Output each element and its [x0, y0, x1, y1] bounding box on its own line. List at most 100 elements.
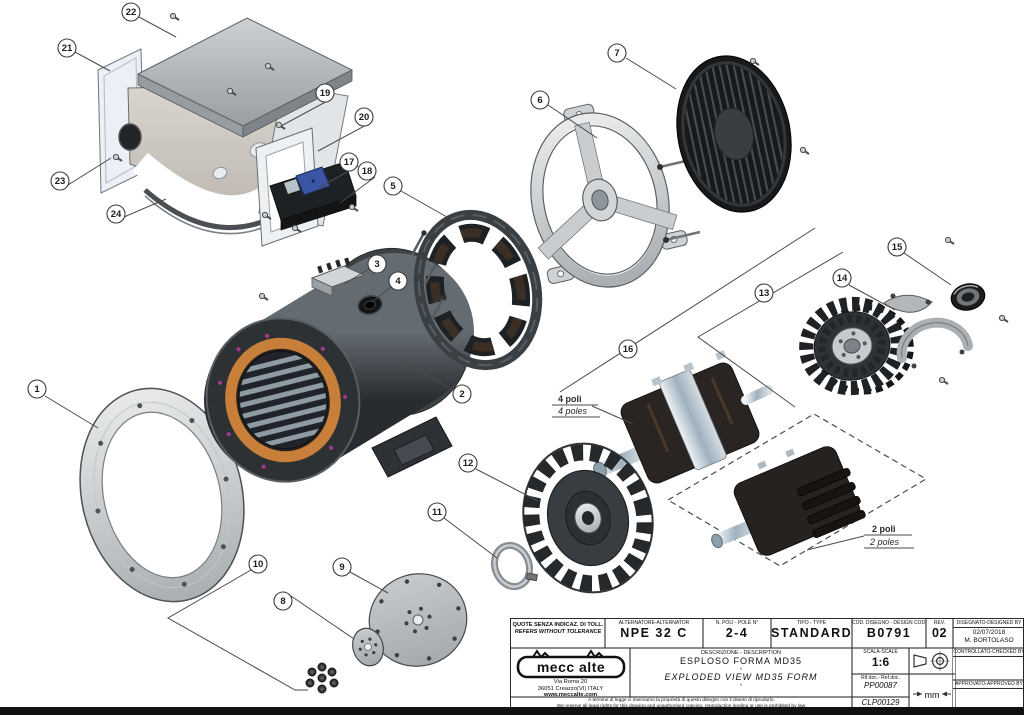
svg-text:4: 4: [395, 276, 401, 287]
group-exciter-rotor: [799, 296, 914, 396]
svg-text:15: 15: [892, 242, 903, 253]
balloon-13: 13: [754, 283, 774, 303]
refdoc-cell: Rif.doc.- Ref.doc. PP00087: [852, 674, 909, 697]
svg-text:9: 9: [339, 562, 344, 573]
svg-text:14: 14: [837, 273, 848, 284]
balloon-4: 4: [388, 271, 408, 291]
screw-icon: [348, 203, 359, 212]
units-text: mm: [925, 690, 940, 700]
screw-icon: [998, 314, 1009, 323]
svg-text:17: 17: [344, 157, 355, 168]
part-main-frame: [204, 247, 474, 483]
part-clamp: [490, 541, 538, 591]
part-stator-winding: [413, 209, 543, 371]
units-cell: mm: [909, 674, 955, 709]
rev-value: 02: [932, 626, 947, 640]
approved-label: APPROVATO-APPROVED BY: [953, 680, 1024, 689]
balloon-15: 15: [887, 237, 907, 257]
rev-cell: REV. 02: [926, 619, 953, 648]
four-pole-label-en: 4 poles: [558, 406, 588, 416]
winding-lead-marks: [217, 333, 348, 469]
balloon-11: 11: [427, 502, 447, 522]
refdoc-value2: CLP00129: [861, 698, 900, 707]
two-pole-label-en: 2 poles: [869, 537, 900, 547]
balloon-10: 10: [248, 554, 268, 574]
poles-label: N. POLI - POLE N°: [715, 620, 759, 626]
scale-value: 1:6: [871, 655, 890, 669]
svg-text:16: 16: [623, 344, 634, 355]
balloon-23: 23: [50, 171, 70, 191]
design-code-value: B0791: [866, 626, 912, 640]
svg-text:8: 8: [280, 596, 285, 607]
tolerance-cell: QUOTE SENZA INDICAZ. DI TOLL. REFERS WIT…: [511, 619, 605, 648]
leader-lines: [44, 16, 952, 691]
rev-label: REV.: [933, 620, 946, 626]
part-coupling-disc: [368, 573, 468, 667]
balloon-2: 2: [452, 384, 472, 404]
poles-cell: N. POLI - POLE N° 2-4: [703, 619, 771, 648]
designed-label: DISEGNATO-DESIGNED BY: [953, 619, 1024, 628]
screw-icon: [799, 146, 810, 155]
svg-text:24: 24: [111, 209, 122, 220]
address-line2: 36051 Creazzo(VI) ITALY: [537, 685, 604, 692]
balloon-19: 19: [315, 83, 335, 103]
refdoc2-cell: CLP00129: [852, 697, 909, 709]
svg-text:21: 21: [62, 43, 73, 54]
type-value: STANDARD: [771, 626, 852, 640]
poles-value: 2-4: [725, 626, 749, 640]
logo-text: mecc alte: [536, 659, 604, 675]
part-terminal-strip: [310, 257, 366, 297]
svg-text:2: 2: [459, 389, 464, 400]
alternator-label: ALTERNATORE-ALTERNATOR: [618, 620, 690, 626]
svg-text:3: 3: [374, 259, 379, 270]
screw-icon: [169, 12, 180, 21]
refdoc-label: Rif.doc.- Ref.doc.: [861, 675, 900, 681]
legal-line-it: A termine di legge ci riserviamo la prop…: [588, 697, 775, 703]
part-fan: [522, 442, 654, 594]
svg-text:20: 20: [359, 112, 370, 123]
part-rear-bracket: [530, 103, 701, 288]
type-label: TIPO - TYPE: [796, 620, 827, 626]
balloon-14: 14: [832, 268, 852, 288]
balloon-16: 16: [618, 339, 638, 359]
description-dash1: -: [739, 664, 743, 673]
alternator-cell: ALTERNATORE-ALTERNATOR NPE 32 C: [605, 619, 703, 648]
type-cell: TIPO - TYPE STANDARD: [771, 619, 852, 648]
legal-cell: A termine di legge ci riserviamo la prop…: [511, 697, 852, 709]
balloon-21: 21: [57, 38, 77, 58]
part-air-grille: [676, 55, 810, 213]
designed-name: M. BORTOLASO: [964, 637, 1014, 644]
scale-cell: SCALA-SCALE 1:6: [852, 648, 909, 674]
part-avr-regulator: [284, 166, 331, 196]
svg-text:6: 6: [537, 95, 542, 106]
description-it: ESPLOSO FORMA MD35: [679, 656, 803, 666]
svg-text:5: 5: [390, 181, 396, 192]
svg-text:12: 12: [463, 458, 474, 469]
scale-label: SCALA-SCALE: [863, 649, 898, 655]
svg-text:22: 22: [126, 7, 137, 18]
units-dim: mm: [913, 690, 951, 700]
part-rectifier: [883, 236, 1009, 385]
balloon-12: 12: [458, 453, 478, 473]
balloon-7: 7: [607, 43, 627, 63]
description-cell: DESCRIZIONE - DESCRIPTION ESPLOSO FORMA …: [630, 648, 852, 697]
approved-cell: APPROVATO-APPROVED BY: [953, 680, 1024, 709]
stator-studs: [410, 230, 447, 320]
sheet-bottom-bar: [0, 707, 1024, 715]
svg-text:7: 7: [614, 48, 619, 59]
checked-label: CONTROLLATO-CHECKED BY: [953, 649, 1024, 657]
svg-text:23: 23: [55, 176, 66, 187]
description-en: EXPLODED VIEW MD35 FORM: [664, 672, 818, 682]
svg-text:11: 11: [432, 507, 443, 518]
balloon-6: 6: [530, 90, 550, 110]
designed-cell: DISEGNATO-DESIGNED BY 02/07/2018 M. BORT…: [953, 619, 1024, 648]
meccalte-logo: mecc alte: [516, 649, 625, 679]
design-code-label: COD. DISEGNO - DESIGN COD.: [852, 620, 926, 626]
stator-core-slats: [229, 347, 337, 454]
design-code-cell: COD. DISEGNO - DESIGN COD. B0791: [852, 619, 926, 648]
part-coupling-hub: [352, 627, 384, 667]
terminal-box-assembly: [97, 12, 359, 247]
two-pole-label-it: 2 poli: [872, 524, 896, 534]
